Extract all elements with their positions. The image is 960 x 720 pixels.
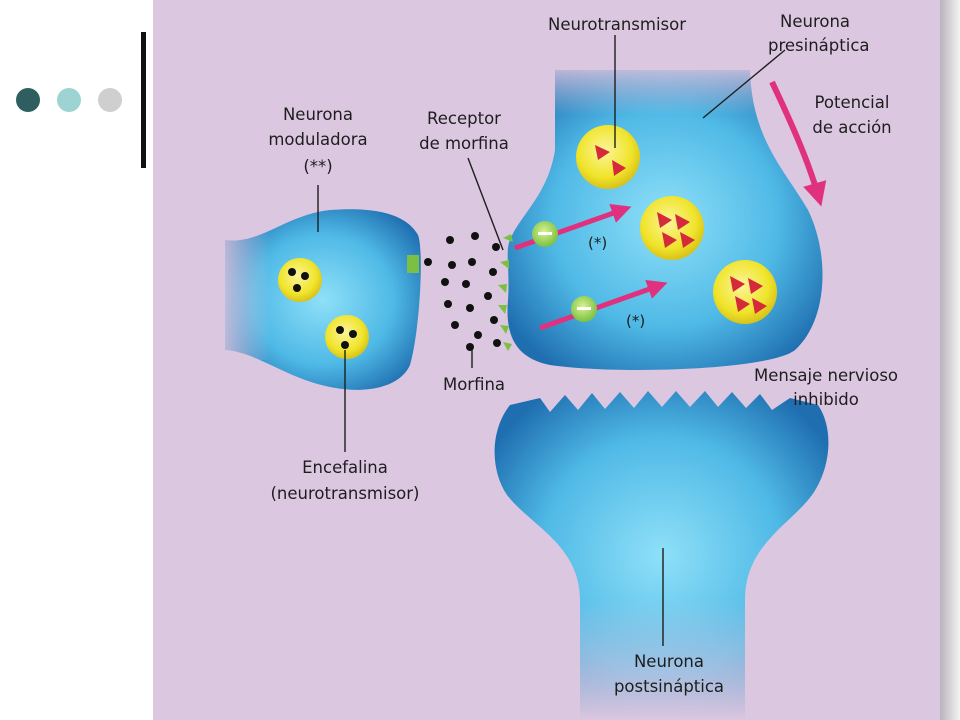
label-moduladora-1: Neurona [283, 105, 353, 124]
label-postsinaptica-2: postsináptica [614, 677, 724, 696]
morphine-molecules [424, 232, 501, 351]
label-encefalina-2: (neurotransmisor) [270, 484, 419, 503]
leader-lines [317, 35, 786, 646]
label-neurotransmisor: Neurotransmisor [548, 15, 686, 34]
page-edge-shadow [940, 0, 960, 720]
label-receptor-2: de morfina [419, 134, 509, 153]
neurotransmitter-vesicles [576, 125, 777, 324]
dot-dark-teal [16, 88, 40, 112]
inhibition-arrows [514, 203, 668, 331]
modulating-neuron [215, 209, 421, 390]
action-potential-arrow [769, 80, 827, 207]
label-morfina: Morfina [443, 375, 505, 394]
label-receptor-1: Receptor [427, 109, 501, 128]
label-mensaje-1: Mensaje nervioso [754, 366, 898, 385]
morphine-receptors [498, 234, 513, 351]
label-presinaptica-2: presináptica [768, 36, 870, 55]
modulator-receptor [407, 255, 419, 273]
dot-gray [98, 88, 122, 112]
label-asterisk-1: (*) [588, 234, 607, 252]
label-asterisk-2: (*) [626, 312, 645, 330]
label-moduladora-2: moduladora [268, 130, 367, 149]
label-potencial-2: de acción [812, 118, 891, 137]
label-potencial-1: Potencial [815, 93, 890, 112]
label-postsinaptica-1: Neurona [634, 652, 704, 671]
divider-bar [141, 32, 146, 168]
enkephalin-vesicles [278, 258, 369, 359]
label-mensaje-2: inhibido [793, 390, 859, 409]
label-encefalina-1: Encefalina [302, 458, 388, 477]
label-presinaptica-1: Neurona [780, 12, 850, 31]
dot-light-teal [57, 88, 81, 112]
label-moduladora-3: (**) [303, 157, 332, 176]
